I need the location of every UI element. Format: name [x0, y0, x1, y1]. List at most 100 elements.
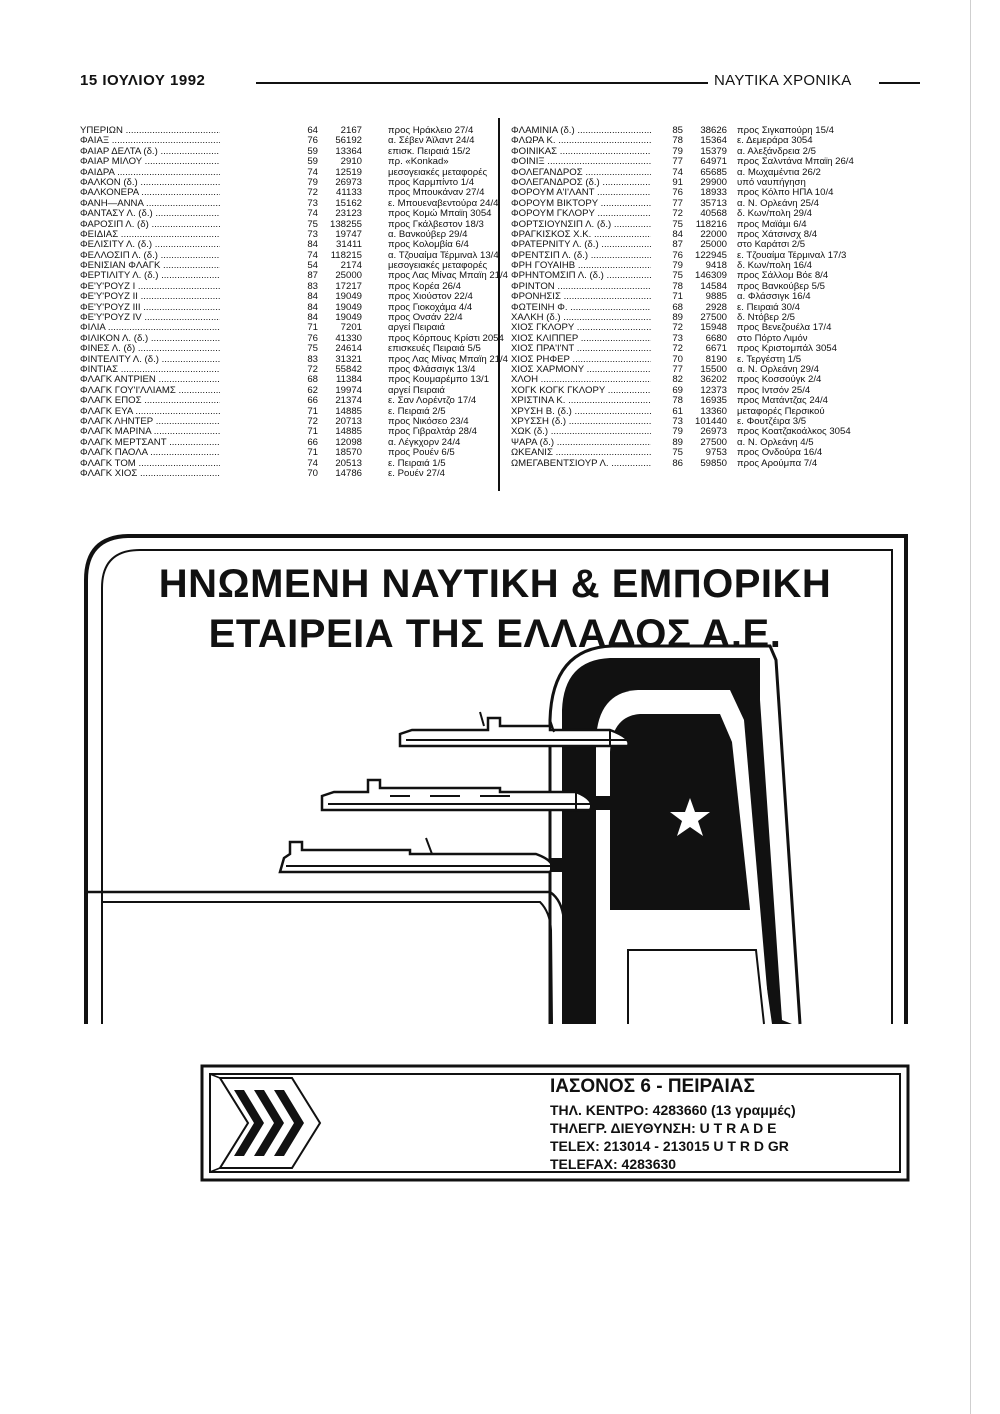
ship-build-year: 54 — [307, 260, 318, 272]
ship-dwt: 12373 — [700, 384, 727, 396]
ship-build-year: 74 — [307, 249, 318, 261]
ship-name: ΦΛΑΓΚ ΑΝΤΡΙΕΝ — [80, 374, 220, 385]
ship-dwt: 15364 — [700, 135, 727, 147]
ship-name: ΦΙΝΤΙΑΣ — [80, 364, 220, 375]
ship-dwt: 122945 — [694, 249, 727, 261]
ship-name: ΦΛΑΓΚ ΜΕΡΤΣΑΝΤ — [80, 437, 220, 448]
ship-position: προς Κόλπο ΗΠΑ 10/4 — [737, 187, 834, 199]
ship-position: προς Καρμπίντο 1/4 — [388, 176, 475, 188]
ship-dwt: 40568 — [700, 208, 727, 220]
ship-name: ΦΕ'Υ'ΡΟΥΖ Ι — [80, 281, 220, 292]
ship-position: αργεί Πειραιά — [388, 384, 445, 396]
ship-name: ΧΑΛΚΗ (δ.) — [511, 312, 651, 323]
ship-position: α. Ν. Ορλεάνη 25/4 — [737, 197, 819, 209]
ship-build-year: 72 — [672, 322, 683, 334]
contact-details: ΙΑΣΟΝΟΣ 6 - ΠΕΙΡΑΙΑΣ ΤΗΛ. ΚΕΝΤΡΟ: 428366… — [550, 1076, 796, 1173]
publication-name: ΝΑΥΤΙΚΑ ΧΡΟΝΙΚΑ — [714, 72, 852, 89]
contact-telefax: TELEFAX: 4283630 — [550, 1156, 677, 1172]
ship-build-year: 84 — [672, 228, 683, 240]
ship-build-year: 76 — [672, 187, 683, 199]
ship-build-year: 72 — [307, 363, 318, 375]
ship-position: α. Τζουαίμα Τέρμιναλ 13/4 — [388, 249, 499, 261]
ship-name: ΦΑΛΚΟΝ (δ.) — [80, 177, 220, 188]
ship-build-year: 72 — [307, 187, 318, 199]
ship-position: προς Μαϊάμι 6/4 — [737, 218, 807, 230]
ship-position: ε. Τεργέστη 1/5 — [737, 353, 802, 365]
ship-name: ΦΑΝΤΑΣΥ Λ. (δ.) — [80, 208, 220, 219]
ship-build-year: 85 — [672, 125, 683, 136]
ship-name: ΦΙΝΤΕΛΙΤΥ Λ. (δ.) — [80, 354, 220, 365]
ship-build-year: 77 — [672, 156, 683, 168]
ship-dwt: 2174 — [340, 260, 362, 272]
ship-build-year: 68 — [307, 374, 318, 386]
ship-name: ΩΜΕΓΑΒΕΝΤΣΙΟΥΡ Λ. — [511, 458, 651, 469]
ship-position: α. Λέγκχορν 24/4 — [388, 436, 461, 448]
issue-date: 15 ΙΟΥΛΙΟΥ 1992 — [80, 72, 206, 89]
ship-dwt: 24614 — [335, 343, 362, 355]
ship-name: ΧΩΚ (δ.) — [511, 426, 651, 437]
ship-build-year: 74 — [307, 166, 318, 178]
ship-build-year: 86 — [672, 457, 683, 469]
ship-name: ΦΕ'Υ'ΡΟΥΖ ΙΙ — [80, 291, 220, 302]
ship-name: ΦΡΟΝΗΣΙΣ — [511, 291, 651, 302]
ship-position: προς Κολομβία 6/4 — [388, 239, 469, 251]
ship-position: α. Αλεξάνδρεια 2/5 — [737, 145, 816, 157]
ship-build-year: 79 — [672, 260, 683, 272]
page-header: 15 ΙΟΥΛΙΟΥ 1992 ΝΑΥΤΙΚΑ ΧΡΟΝΙΚΑ — [80, 70, 920, 94]
ship-dwt: 38626 — [700, 125, 727, 136]
ship-build-year: 76 — [672, 249, 683, 261]
ship-build-year: 74 — [672, 166, 683, 178]
ship-name: ΥΠΕΡΙΩΝ — [80, 125, 220, 136]
ship-position: προς Σαλντάνα Μπαϊη 26/4 — [737, 156, 854, 168]
ship-position: πρ. «Konkad» — [388, 156, 449, 168]
ship-name: ΧΟΓΚ ΚΟΓΚ ΓΚΛΟΡΥ — [511, 385, 651, 396]
ship-position: προς Λας Μίνας Μπαϊη 21/4 — [388, 353, 508, 365]
ship-position: προς Βανκούβερ 5/5 — [737, 280, 825, 292]
ship-name: ΦΙΛΙΑ — [80, 322, 220, 333]
ship-name: ΦΕΛΛΟΣΙΠ Λ. (δ.) — [80, 250, 220, 261]
ship-position: α. Μωχαμέντια 26/2 — [737, 166, 821, 178]
ship-position: στο Καράτσι 2/5 — [737, 239, 806, 251]
ship-position: προς Γιβραλτάρ 28/4 — [388, 426, 478, 438]
ship-name: ΦΟΙΝΙΚΑΣ — [511, 146, 651, 157]
ship-position: προς Μπουκάναν 27/4 — [388, 187, 485, 199]
ship-position: προς Κριστομπάλ 3054 — [737, 343, 837, 355]
ship-dwt: 19049 — [335, 291, 362, 303]
ship-position: αργεί Πειραιά — [388, 322, 445, 334]
ship-build-year: 71 — [307, 426, 318, 438]
ship-name: ΦΟΡΤΣΙΟΥΝΣΙΠ Λ. (δ.) — [511, 219, 651, 230]
ship-position: προς Ονσάν 22/4 — [388, 312, 463, 324]
company-advertisement: ΗΝΩΜΕΝΗ ΝΑΥΤΙΚΗ & ΕΜΠΟΡΙΚΗ ΕΤΑΙΡΕΙΑ ΤΗΣ … — [80, 520, 910, 1030]
ship-name: ΦΡΑΓΚΙΣΚΟΣ Χ.Κ. — [511, 229, 651, 240]
contact-telex: TELEX: 213014 - 213015 U T R D GR — [550, 1138, 789, 1154]
ship-dwt: 14584 — [700, 280, 727, 292]
ship-position: α. Φλάσσιγκ 16/4 — [737, 291, 811, 303]
ship-build-year: 78 — [672, 280, 683, 292]
ship-dwt: 27500 — [700, 312, 727, 324]
ship-dwt: 2167 — [340, 125, 362, 136]
ship-dwt: 19049 — [335, 301, 362, 313]
ship-position: μεσογειακές μεταφορές — [388, 260, 488, 272]
ship-name: ΨΑΡΑ (δ.) — [511, 437, 651, 448]
ship-position: δ. Κων/πολη 29/4 — [737, 208, 813, 220]
ship-dwt: 14885 — [335, 405, 362, 417]
ship-build-year: 59 — [307, 156, 318, 168]
ship-position: στο Πόρτο Λιμόν — [737, 332, 808, 344]
ship-dwt: 15500 — [700, 363, 727, 375]
ship-dwt: 6671 — [705, 343, 727, 355]
ship-build-year: 70 — [307, 467, 318, 479]
ship-dwt: 15948 — [700, 322, 727, 334]
ship-build-year: 76 — [307, 332, 318, 344]
contact-telegraph: ΤΗΛΕΓΡ. ΔΙΕΥΘΥΝΣΗ: U T R A D E — [550, 1120, 777, 1136]
ship-position: υπό ναυπήγηση — [737, 176, 806, 188]
ship-position: δ. Κων/πολη 16/4 — [737, 260, 813, 272]
ship-name: ΦΡΕΝΤΣΙΠ Λ. (δ.) — [511, 250, 651, 261]
ship-build-year: 79 — [672, 145, 683, 157]
ship-position: μεσογειακές μεταφορές — [388, 166, 488, 178]
ship-dwt: 138255 — [329, 218, 362, 230]
ship-build-year: 87 — [307, 270, 318, 282]
ship-build-year: 87 — [672, 239, 683, 251]
ship-position: προς Γιοκοχάμα 4/4 — [388, 301, 473, 313]
ship-name: ΦΛΑΓΚ ΕΥΑ — [80, 406, 220, 417]
ship-build-year: 84 — [307, 312, 318, 324]
